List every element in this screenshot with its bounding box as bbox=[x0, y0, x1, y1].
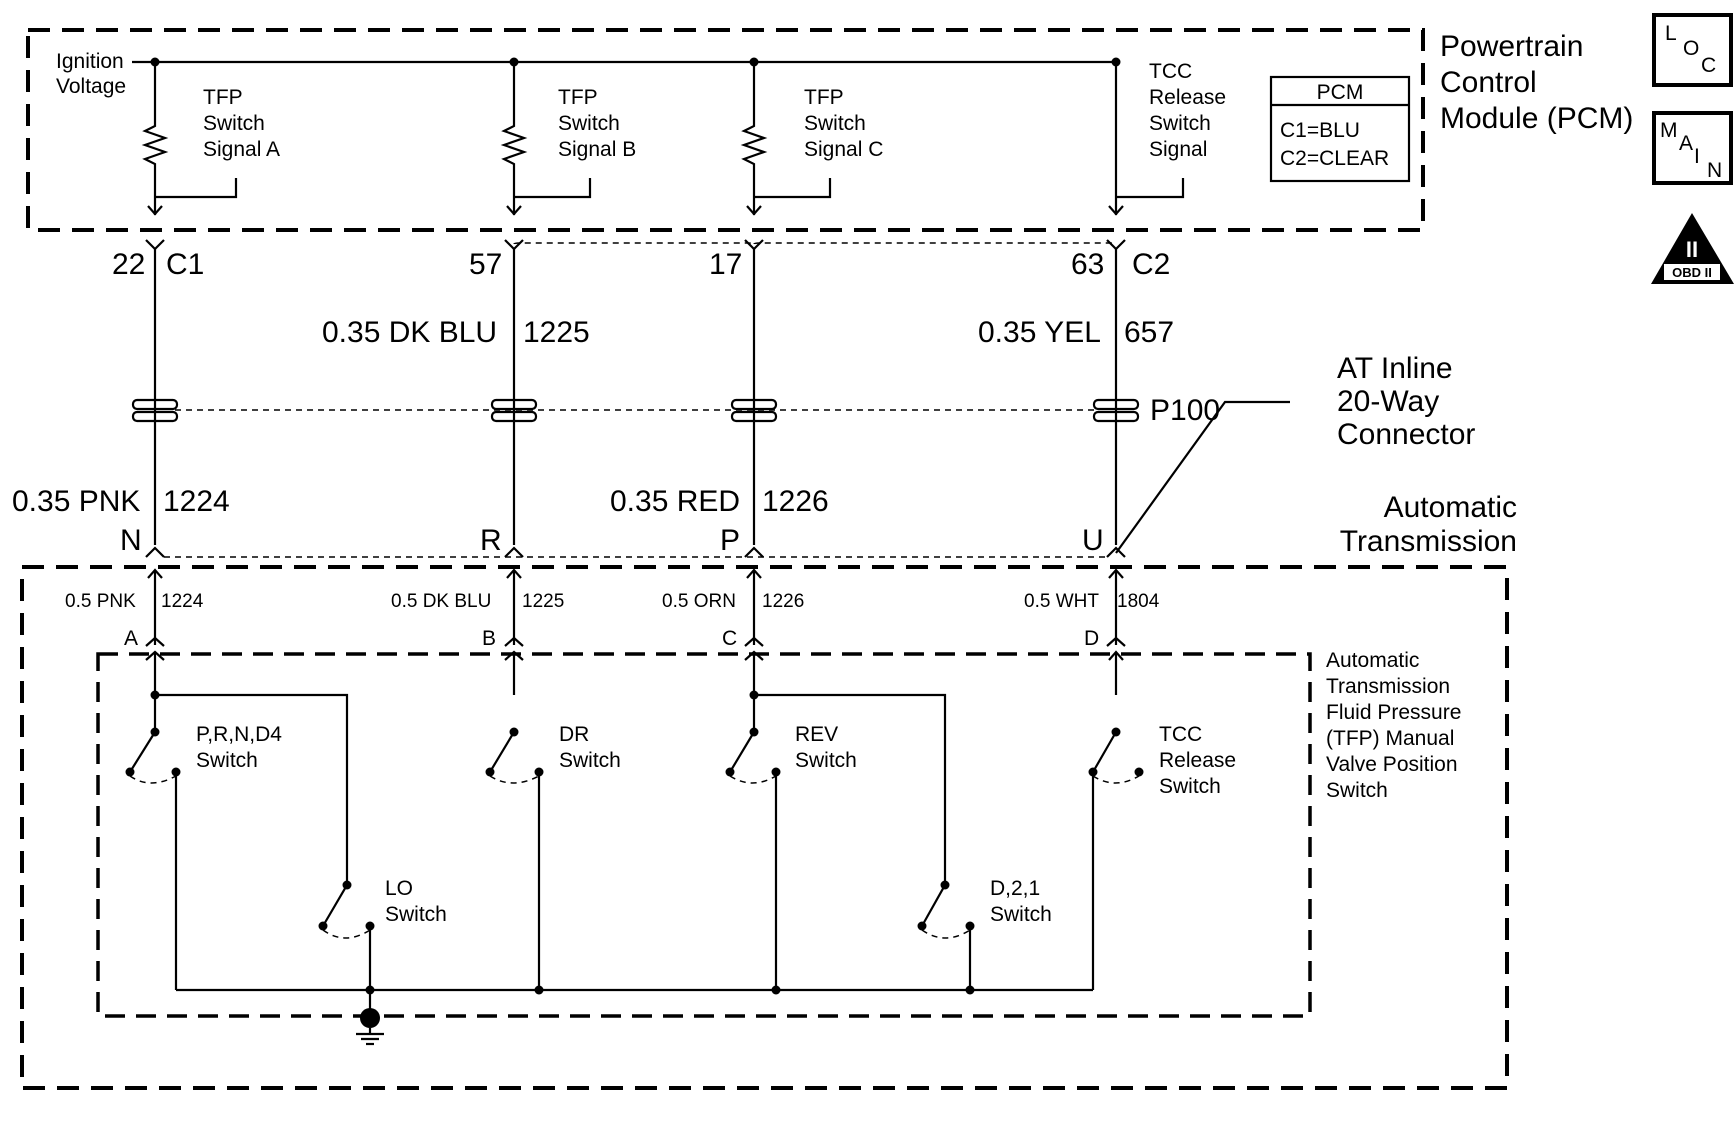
trans-connector-pins bbox=[145, 546, 1126, 558]
pin-u: U bbox=[1082, 524, 1104, 557]
pin-c: C bbox=[722, 627, 737, 650]
svg-text:L: L bbox=[1665, 22, 1677, 45]
dr-switch bbox=[485, 727, 544, 990]
connector-c2: C2 bbox=[1132, 248, 1170, 281]
pin-63: 63 bbox=[1071, 248, 1104, 281]
resistor-a bbox=[141, 62, 238, 215]
svg-text:O: O bbox=[1683, 37, 1699, 60]
svg-text:A: A bbox=[1679, 132, 1693, 155]
tcc-release-switch bbox=[1088, 727, 1144, 990]
connector-c2-dashed-link bbox=[513, 242, 1117, 245]
pcm-arrow-heads bbox=[147, 205, 1124, 216]
wire-c-circuit: 1226 bbox=[762, 591, 804, 612]
pin-57: 57 bbox=[469, 248, 502, 281]
wire-d-color: 0.5 WHT bbox=[1024, 591, 1099, 612]
p100-label: P100 bbox=[1150, 394, 1220, 427]
d21-switch bbox=[917, 880, 975, 990]
pcm-legend-box: PCM C1=BLU C2=CLEAR bbox=[1269, 75, 1411, 183]
wire-1224-color: 0.35 PNK bbox=[12, 485, 140, 518]
connector-c1: C1 bbox=[166, 248, 204, 281]
wire-b-color: 0.5 DK BLU bbox=[391, 591, 491, 612]
svg-text:M: M bbox=[1660, 119, 1678, 142]
pcm-box bbox=[26, 28, 1425, 232]
prnd4-switch bbox=[125, 690, 349, 990]
wire-1226-color: 0.35 RED bbox=[610, 485, 740, 518]
pin-b: B bbox=[482, 627, 496, 650]
pin-n: N bbox=[120, 524, 142, 557]
wire-1225-circuit: 1225 bbox=[523, 316, 590, 349]
pcm-connector-pins bbox=[145, 239, 1126, 251]
pcm-legend-c2: C2=CLEAR bbox=[1280, 147, 1389, 170]
wire-657-color: 0.35 YEL bbox=[978, 316, 1101, 349]
obd-ii-badge: II OBD II bbox=[1651, 213, 1734, 284]
pin-22: 22 bbox=[112, 248, 145, 281]
svg-text:II: II bbox=[1686, 237, 1698, 262]
harness-wires bbox=[153, 249, 1118, 545]
main-badge: M A I N bbox=[1652, 111, 1733, 185]
wire-c-color: 0.5 ORN bbox=[662, 591, 736, 612]
wire-d-circuit: 1804 bbox=[1117, 591, 1160, 612]
p100-inline-connector bbox=[131, 398, 1140, 423]
tfp-connector-pins bbox=[145, 636, 1126, 695]
pin-a: A bbox=[124, 627, 138, 650]
ground-icon bbox=[356, 1008, 384, 1046]
svg-text:N: N bbox=[1707, 159, 1722, 182]
wire-1226-circuit: 1226 bbox=[762, 485, 829, 518]
svg-text:I: I bbox=[1694, 145, 1700, 168]
wire-1224-circuit: 1224 bbox=[163, 485, 230, 518]
ground-bus bbox=[176, 985, 1093, 995]
resistor-b bbox=[500, 62, 592, 215]
wire-657-circuit: 657 bbox=[1124, 316, 1174, 349]
pcm-legend-c1: C1=BLU bbox=[1280, 119, 1360, 142]
automatic-transmission-box bbox=[20, 565, 1509, 1090]
pin-d: D bbox=[1084, 627, 1099, 650]
pin-r: R bbox=[480, 524, 502, 557]
wire-a-circuit: 1224 bbox=[161, 591, 204, 612]
svg-text:OBD II: OBD II bbox=[1672, 265, 1712, 280]
wire-a-color: 0.5 PNK bbox=[65, 591, 136, 612]
tfp-switch-box bbox=[96, 652, 1312, 1018]
trans-internal-wires bbox=[147, 568, 1124, 645]
wire-1225-color: 0.35 DK BLU bbox=[322, 316, 497, 349]
lo-switch bbox=[318, 880, 375, 1018]
rev-switch bbox=[725, 690, 947, 990]
wire-b-circuit: 1225 bbox=[522, 591, 564, 612]
pcm-legend-title: PCM bbox=[1317, 81, 1364, 104]
pin-17: 17 bbox=[709, 248, 742, 281]
resistor-c bbox=[740, 62, 832, 215]
connector-leader-line bbox=[1115, 400, 1290, 554]
tcc-signal-line bbox=[1114, 62, 1185, 215]
svg-text:C: C bbox=[1701, 54, 1716, 77]
loc-badge: L O C bbox=[1652, 13, 1733, 87]
pin-p: P bbox=[720, 524, 740, 557]
